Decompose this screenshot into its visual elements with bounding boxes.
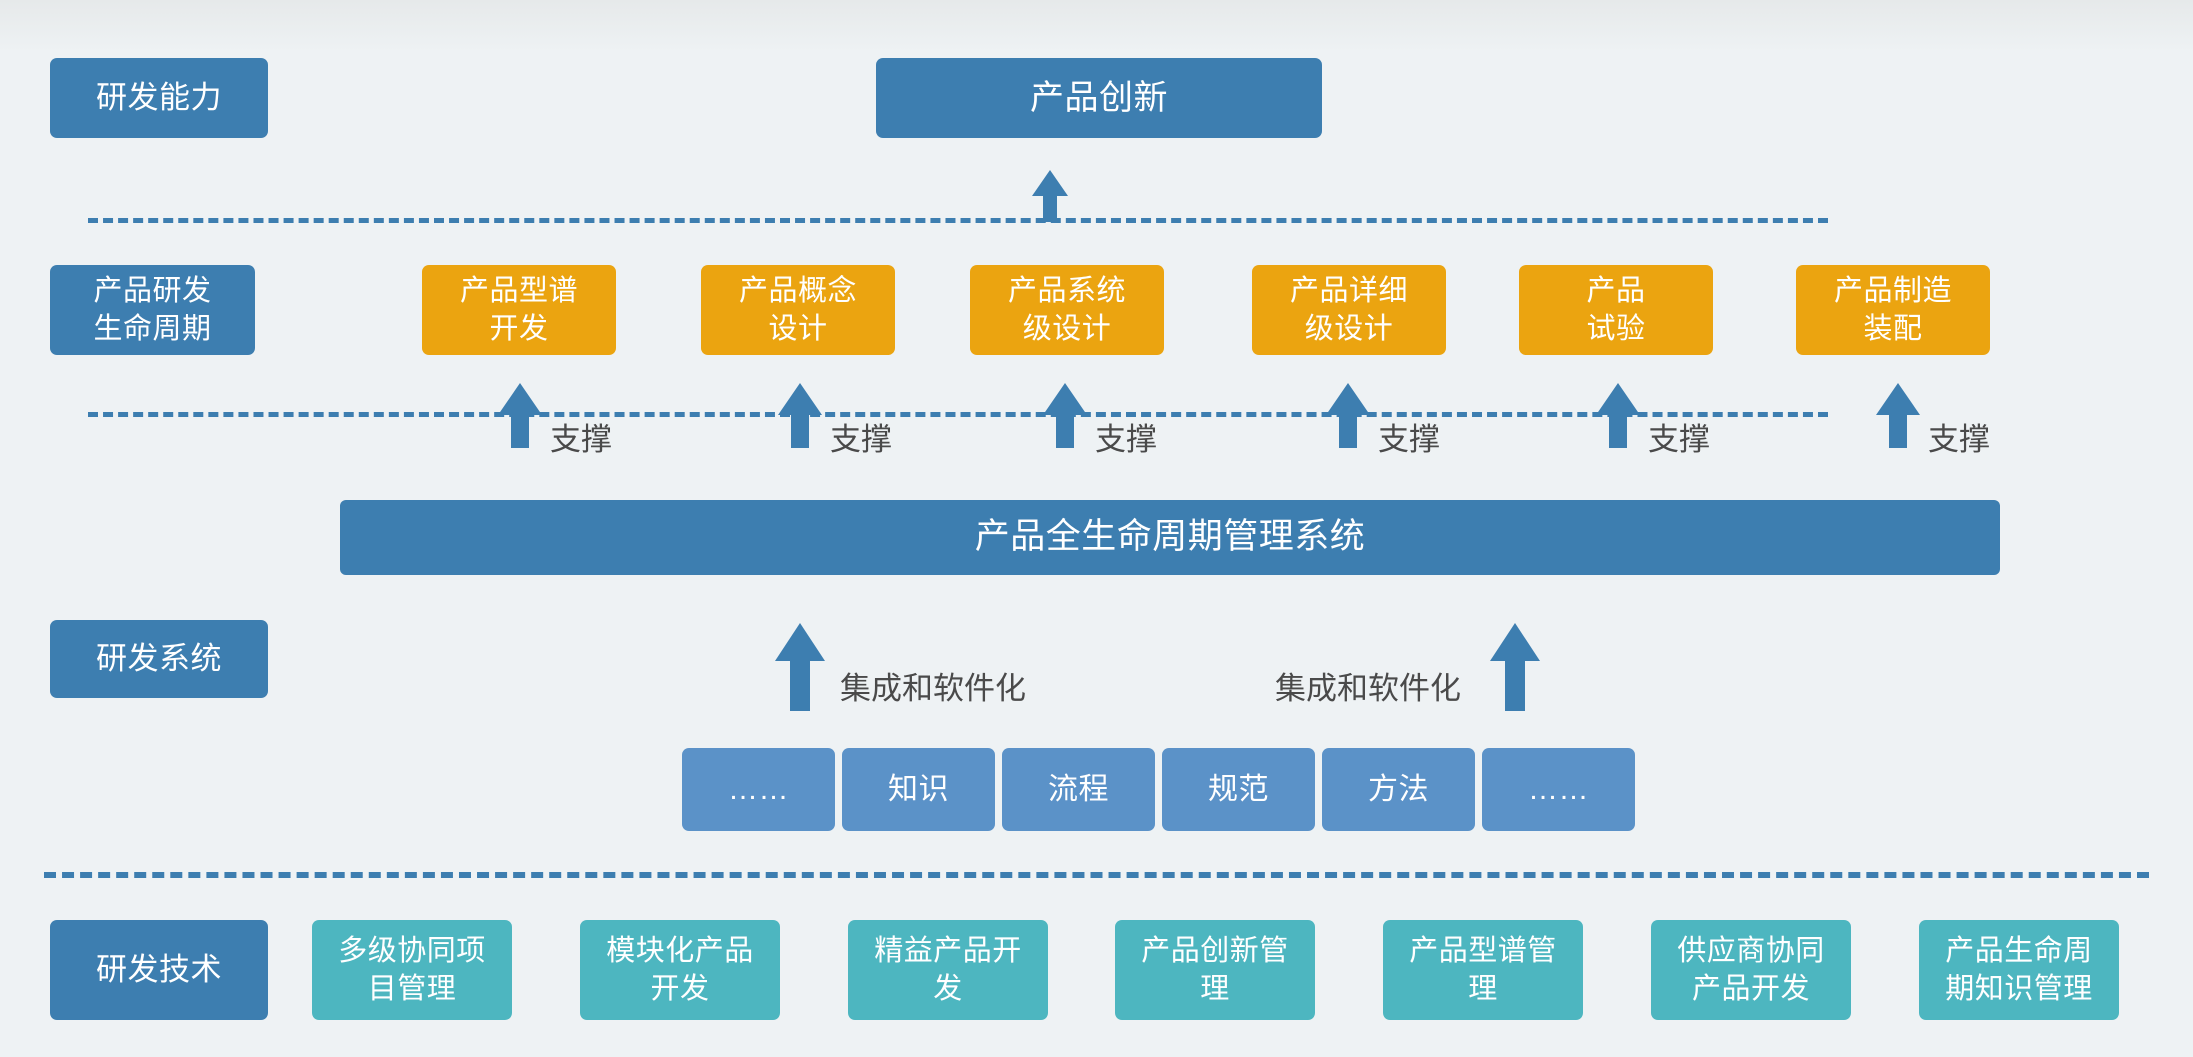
foundation-block-3: 规范 (1162, 748, 1315, 831)
separator-capability (88, 218, 1828, 223)
integration-label-0: 集成和软件化 (840, 671, 1026, 706)
innovation-up-arrow (1032, 170, 1068, 222)
row-label-system: 研发系统 (50, 620, 268, 698)
foundation-block-2: 流程 (1002, 748, 1155, 831)
lifecycle-stage-3: 产品详细 级设计 (1252, 265, 1446, 355)
technology-item-3: 产品创新管 理 (1115, 920, 1315, 1020)
lifecycle-stage-1: 产品概念 设计 (701, 265, 895, 355)
lifecycle-stage-4: 产品 试验 (1519, 265, 1713, 355)
plm-system-bar: 产品全生命周期管理系统 (340, 500, 2000, 575)
row-label-technology: 研发技术 (50, 920, 268, 1020)
lifecycle-stage-0: 产品型谱 开发 (422, 265, 616, 355)
lifecycle-stage-5: 产品制造 装配 (1796, 265, 1990, 355)
foundation-block-4: 方法 (1322, 748, 1475, 831)
support-label-4: 支撑 (1648, 422, 1710, 457)
product-innovation-box: 产品创新 (876, 58, 1322, 138)
technology-item-4: 产品型谱管 理 (1383, 920, 1583, 1020)
support-arrow-3 (1326, 383, 1370, 448)
technology-item-5: 供应商协同 产品开发 (1651, 920, 1851, 1020)
support-label-2: 支撑 (1095, 422, 1157, 457)
foundation-block-1: 知识 (842, 748, 995, 831)
foundation-block-0: …… (682, 748, 835, 831)
technology-item-1: 模块化产品 开发 (580, 920, 780, 1020)
technology-item-6: 产品生命周 期知识管理 (1919, 920, 2119, 1020)
integration-arrow-0 (775, 623, 825, 711)
support-arrow-5 (1876, 383, 1920, 448)
integration-arrow-1 (1490, 623, 1540, 711)
support-arrow-4 (1596, 383, 1640, 448)
support-label-3: 支撑 (1378, 422, 1440, 457)
technology-item-2: 精益产品开 发 (848, 920, 1048, 1020)
support-arrow-1 (778, 383, 822, 448)
support-label-0: 支撑 (550, 422, 612, 457)
support-label-1: 支撑 (830, 422, 892, 457)
technology-item-0: 多级协同项 目管理 (312, 920, 512, 1020)
row-label-capability: 研发能力 (50, 58, 268, 138)
support-label-5: 支撑 (1928, 422, 1990, 457)
support-arrow-0 (498, 383, 542, 448)
row-label-lifecycle: 产品研发 生命周期 (50, 265, 255, 355)
separator-lifecycle (88, 412, 1828, 417)
integration-label-1: 集成和软件化 (1275, 671, 1461, 706)
support-arrow-2 (1043, 383, 1087, 448)
lifecycle-stage-2: 产品系统 级设计 (970, 265, 1164, 355)
separator-technology (44, 872, 2149, 878)
foundation-block-5: …… (1482, 748, 1635, 831)
